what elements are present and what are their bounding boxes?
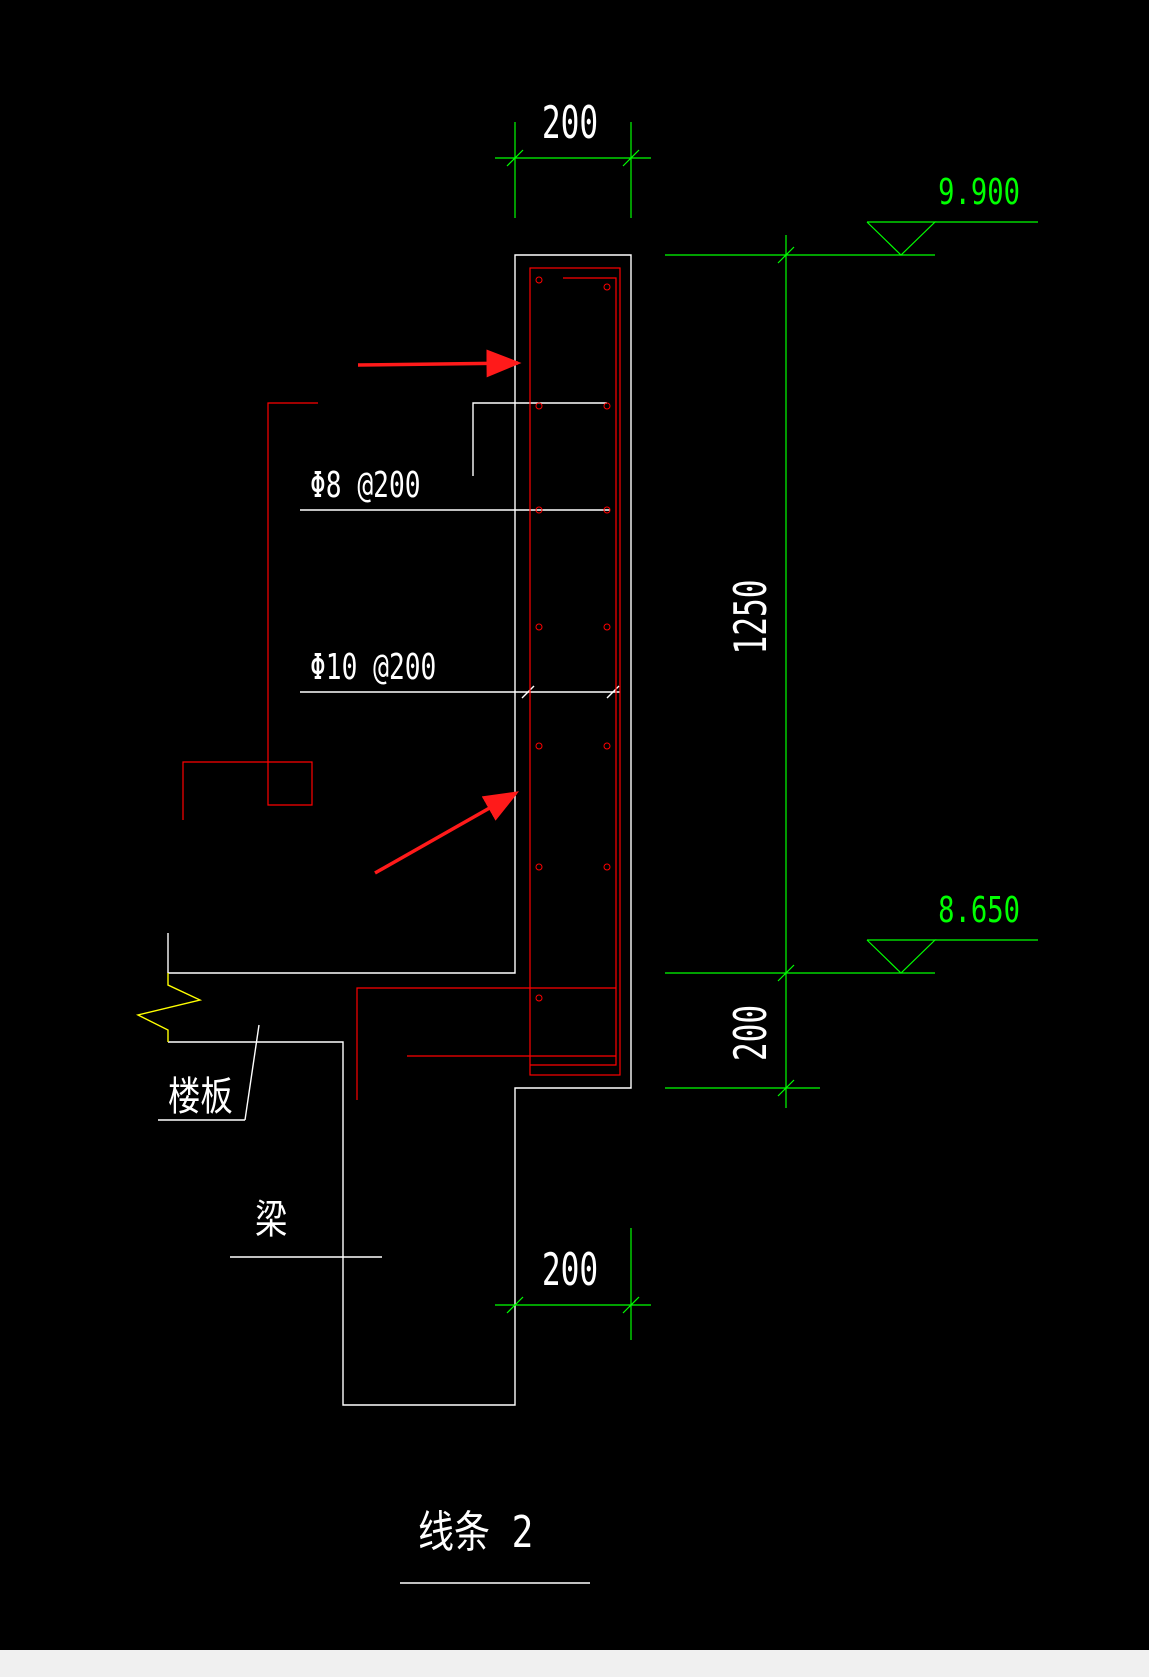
dim-bottom-width: 200 xyxy=(542,1244,598,1296)
longitudinal-bar-dot xyxy=(535,402,543,410)
slab-label: 楼板 xyxy=(168,1073,233,1120)
rebar xyxy=(182,267,621,1100)
longitudinal-bar-dot xyxy=(603,506,611,514)
drawing-title: 线条 2 xyxy=(418,1508,533,1558)
dim-vert-tick-bottom xyxy=(777,1079,795,1097)
dim-top-tick-left xyxy=(506,149,524,167)
concrete-outline xyxy=(158,254,632,1584)
dim-top-tick-right xyxy=(622,149,640,167)
dim-top-width: 200 xyxy=(542,97,598,149)
beam-label: 梁 xyxy=(255,1196,287,1243)
longitudinal-bar-dot xyxy=(535,994,543,1002)
longitudinal-bar-dot xyxy=(603,283,611,291)
longitudinal-bar-dot xyxy=(535,623,543,631)
longitudinal-bar-dot xyxy=(603,623,611,631)
dim-main-height: 1250 xyxy=(725,579,777,654)
dim-bottom-tick-right xyxy=(622,1296,640,1314)
longitudinal-bar-dot xyxy=(535,742,543,750)
annotation-arrow-upper xyxy=(357,349,522,378)
rebar-cage-inner xyxy=(530,277,617,1066)
rebar-tick-1 xyxy=(521,685,535,699)
longitudinal-bar-dots xyxy=(535,276,611,1002)
parapet-outline xyxy=(168,254,632,1406)
dim-bottom-height: 200 xyxy=(725,1005,777,1061)
dim-bottom-tick-left xyxy=(506,1296,524,1314)
longitudinal-bar-dot xyxy=(535,863,543,871)
break-line xyxy=(135,973,203,1042)
annotation-arrow-lower xyxy=(374,791,520,875)
dim-vert-tick-top xyxy=(777,246,795,264)
longitudinal-bar-dot xyxy=(603,742,611,750)
window-bottom-strip xyxy=(0,1650,1149,1677)
beam-bar-hook xyxy=(182,402,318,820)
distribution-bar-label: Φ10 @200 xyxy=(310,647,436,688)
upper-wall-step xyxy=(472,402,607,476)
longitudinal-bar-dot xyxy=(603,402,611,410)
slab-anchor-bar xyxy=(356,987,616,1100)
slab-leader-slant xyxy=(244,1024,260,1121)
elevation-bottom-label: 8.650 xyxy=(938,891,1020,931)
dim-vert-tick-mid xyxy=(777,964,795,982)
elevation-top-label: 9.900 xyxy=(938,173,1020,213)
rebar-cage-outer xyxy=(529,267,621,1076)
dimension-lines xyxy=(495,122,1038,1340)
longitudinal-bar-dot xyxy=(535,506,543,514)
annotation-arrows xyxy=(357,349,522,875)
longitudinal-bar-dot xyxy=(535,276,543,284)
longitudinal-bar-dot xyxy=(603,863,611,871)
stirrup-label: Φ8 @200 xyxy=(310,465,421,506)
rebar-tick-2 xyxy=(606,685,620,699)
elevation-symbol-bottom xyxy=(866,939,937,974)
elevation-symbol-top xyxy=(866,221,937,256)
